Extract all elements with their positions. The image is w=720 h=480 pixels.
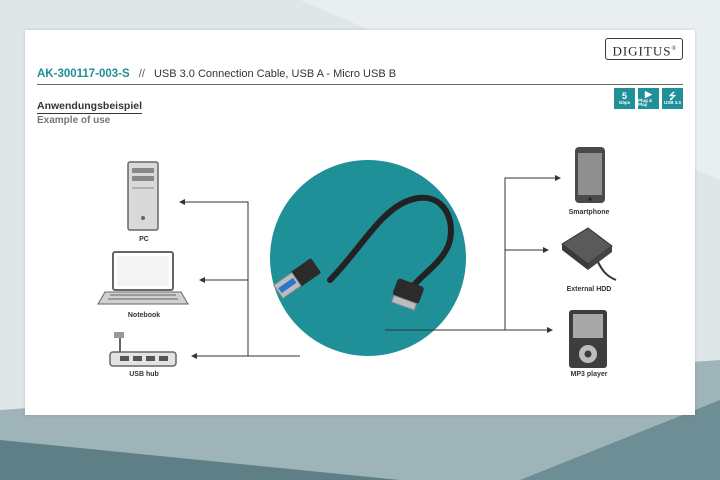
left-connector-lines xyxy=(179,199,300,359)
usb-cable-icon xyxy=(273,194,454,311)
smartphone-label: Smartphone xyxy=(568,209,610,216)
usb3-badge-icon: ⭍USB 3.0 xyxy=(662,88,683,109)
section-subtitle: Example of use xyxy=(37,115,111,126)
smartphone-icon xyxy=(575,147,605,203)
mp3-player-label: MP3 player xyxy=(570,371,608,378)
mp3-player-icon xyxy=(569,310,607,368)
notebook-icon xyxy=(97,251,189,305)
center-circle xyxy=(270,160,466,356)
header-separator: // xyxy=(138,68,145,80)
notebook-label: Notebook xyxy=(127,312,161,319)
plug-and-play-badge-icon: ▶Plug & Play xyxy=(638,88,659,109)
usb-hub-label: USB hub xyxy=(129,371,159,378)
pc-label: PC xyxy=(139,236,149,243)
section-title: Anwendungsbeispiel xyxy=(37,100,143,114)
pc-tower-icon xyxy=(127,161,159,231)
external-hdd-label: External HDD xyxy=(566,286,612,293)
right-connector-lines xyxy=(385,175,561,333)
digitus-logo: DIGITUS® xyxy=(605,38,683,60)
usb-hub-icon xyxy=(109,332,177,367)
product-description: USB 3.0 Connection Cable, USB A - Micro … xyxy=(153,68,397,80)
article-number: AK-300117-003-S xyxy=(37,68,130,80)
product-header: AK-300117-003-S // USB 3.0 Connection Ca… xyxy=(37,68,683,85)
external-hdd-icon xyxy=(561,227,617,281)
